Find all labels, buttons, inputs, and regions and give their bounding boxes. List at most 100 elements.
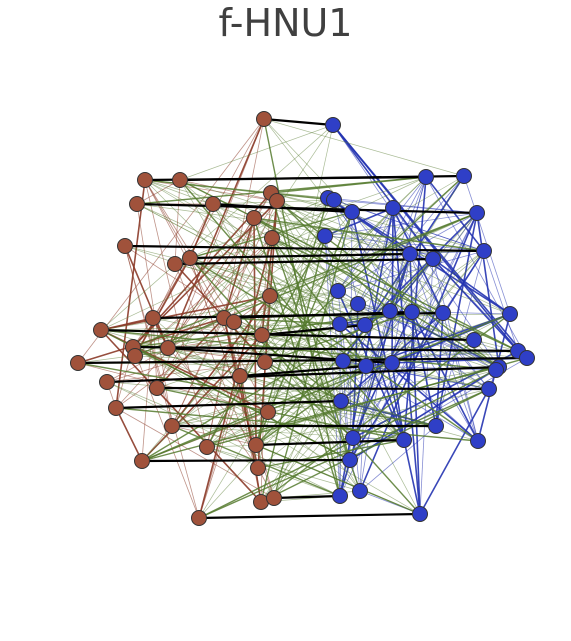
right-hemisphere-node bbox=[404, 304, 420, 320]
right-hemisphere-node bbox=[352, 483, 368, 499]
left-edge bbox=[134, 257, 191, 357]
right-hemisphere-node bbox=[326, 192, 342, 208]
left-hemisphere-node bbox=[167, 256, 183, 272]
cross-edge bbox=[271, 237, 339, 292]
left-edge bbox=[100, 317, 154, 331]
cross-edge bbox=[198, 388, 490, 519]
cross-edge bbox=[174, 263, 519, 352]
homotopic-edge bbox=[115, 399, 342, 410]
right-hemisphere-node bbox=[385, 200, 401, 216]
cross-edge bbox=[100, 323, 341, 331]
cross-edge bbox=[171, 313, 511, 427]
cross-edge bbox=[174, 235, 326, 265]
right-hemisphere-node bbox=[469, 205, 485, 221]
left-hemisphere-node bbox=[149, 380, 165, 396]
right-hemisphere-node bbox=[435, 305, 451, 321]
left-hemisphere-node bbox=[137, 172, 153, 188]
homotopic-edge bbox=[255, 438, 405, 447]
left-hemisphere-node bbox=[199, 439, 215, 455]
cross-edge bbox=[171, 425, 405, 441]
left-edge bbox=[167, 118, 265, 349]
right-edge bbox=[359, 425, 437, 492]
left-edge bbox=[144, 179, 278, 202]
left-edge bbox=[115, 407, 275, 499]
cross-edge bbox=[171, 258, 434, 427]
homotopic-edge bbox=[179, 174, 465, 182]
left-edge bbox=[239, 375, 262, 503]
right-hemisphere-node bbox=[384, 355, 400, 371]
cross-edge bbox=[223, 199, 335, 319]
cross-edge bbox=[270, 192, 351, 461]
left-hemisphere-node bbox=[250, 460, 266, 476]
homotopic-edge bbox=[106, 365, 500, 384]
left-edge bbox=[156, 317, 225, 389]
homotopic-edge bbox=[261, 323, 366, 337]
right-edge bbox=[425, 176, 485, 252]
right-hemisphere-node bbox=[481, 381, 497, 397]
right-hemisphere-node bbox=[317, 228, 333, 244]
left-hemisphere-node bbox=[232, 368, 248, 384]
left-hemisphere-node bbox=[127, 348, 143, 364]
right-hemisphere-node bbox=[357, 317, 373, 333]
right-hemisphere-node bbox=[350, 296, 366, 312]
right-hemisphere-node bbox=[466, 332, 482, 348]
cross-edge bbox=[179, 179, 405, 441]
right-hemisphere-node bbox=[476, 243, 492, 259]
cross-edge bbox=[206, 446, 341, 497]
left-hemisphere-node bbox=[93, 322, 109, 338]
left-edge bbox=[106, 361, 266, 383]
left-edge bbox=[179, 179, 278, 202]
cross-edge bbox=[261, 199, 335, 336]
cross-edge bbox=[257, 439, 405, 469]
right-hemisphere-node bbox=[325, 117, 341, 133]
cross-edge bbox=[141, 176, 427, 462]
left-hemisphere-node bbox=[145, 310, 161, 326]
homotopic-edge bbox=[212, 202, 353, 214]
figure-title: f-HNU1 bbox=[218, 1, 353, 45]
left-hemisphere-node bbox=[191, 510, 207, 526]
left-edge bbox=[136, 179, 181, 205]
left-edge bbox=[106, 334, 263, 383]
left-edge bbox=[167, 347, 266, 363]
homotopic-edge bbox=[263, 117, 334, 127]
cross-edge bbox=[206, 446, 361, 492]
left-hemisphere-node bbox=[99, 374, 115, 390]
right-edge bbox=[359, 365, 367, 492]
left-hemisphere-node bbox=[172, 172, 188, 188]
cross-edge bbox=[260, 388, 490, 503]
left-edge bbox=[77, 118, 265, 364]
left-hemisphere-node bbox=[182, 250, 198, 266]
homotopic-edge bbox=[141, 458, 351, 463]
left-hemisphere-node bbox=[226, 314, 242, 330]
cross-edge bbox=[115, 407, 479, 442]
cross-edge bbox=[132, 346, 437, 427]
right-hemisphere-node bbox=[502, 306, 518, 322]
right-edge bbox=[333, 199, 478, 214]
cross-edge bbox=[134, 197, 329, 357]
cross-edge bbox=[100, 124, 334, 331]
cross-edge bbox=[260, 212, 478, 503]
right-hemisphere-node bbox=[425, 251, 441, 267]
right-hemisphere-node bbox=[344, 204, 360, 220]
cross-edge bbox=[167, 347, 405, 441]
cross-edge bbox=[206, 365, 367, 448]
right-edge bbox=[419, 388, 490, 515]
cross-edge bbox=[253, 217, 500, 368]
homotopic-edge bbox=[132, 345, 519, 353]
cross-edge bbox=[270, 192, 485, 252]
homotopic-edge bbox=[223, 310, 413, 320]
right-edge bbox=[364, 207, 394, 326]
right-hemisphere-node bbox=[488, 362, 504, 378]
right-hemisphere-node bbox=[382, 303, 398, 319]
left-edge bbox=[144, 179, 225, 319]
right-hemisphere-node bbox=[335, 353, 351, 369]
right-hemisphere-node bbox=[402, 246, 418, 262]
left-hemisphere-node bbox=[117, 238, 133, 254]
homotopic-edge bbox=[198, 512, 421, 520]
cross-edge bbox=[273, 250, 485, 499]
cross-edge bbox=[270, 192, 444, 314]
cross-edge bbox=[261, 334, 342, 402]
left-hemisphere-node bbox=[269, 193, 285, 209]
cross-edge bbox=[271, 237, 361, 492]
right-hemisphere-node bbox=[428, 418, 444, 434]
